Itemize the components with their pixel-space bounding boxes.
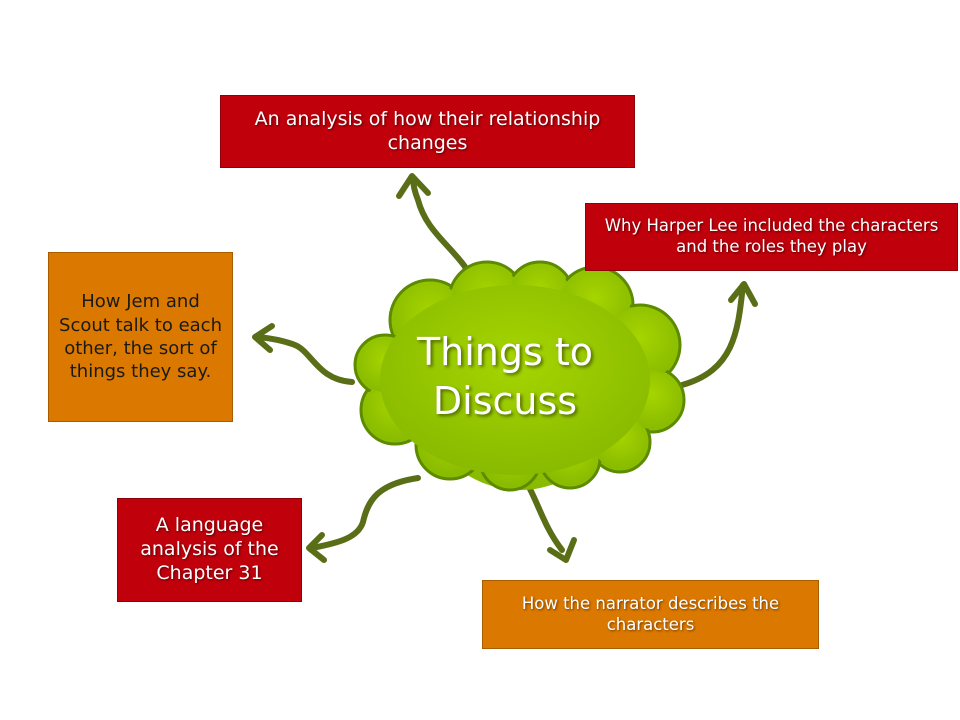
box-jem-scout-talk-text: How Jem and Scout talk to each other, th… (59, 291, 222, 383)
box-relationship-changes: An analysis of how their relationship ch… (220, 95, 635, 168)
arrow-head-top (396, 173, 431, 199)
arrow-head-bottom-left (306, 532, 327, 563)
arrow-head-right (728, 281, 758, 307)
arrow-to-right (679, 282, 746, 388)
cloud-fill-cover (358, 265, 681, 487)
arrow-to-top (410, 175, 481, 293)
box-jem-scout-talk: How Jem and Scout talk to each other, th… (48, 252, 233, 422)
box-language-analysis-text: A language analysis of the Chapter 31 (140, 514, 279, 584)
box-harper-lee-roles-text: Why Harper Lee included the characters a… (604, 216, 939, 256)
arrow-to-left (255, 334, 355, 385)
arrow-to-bottom-right (525, 482, 565, 553)
arrow-head-bottom-right (547, 537, 577, 563)
box-harper-lee-roles: Why Harper Lee included the characters a… (585, 203, 958, 271)
arrow-to-bottom-left (309, 475, 421, 551)
cloud-title: Things to Discuss (416, 330, 594, 424)
arrow-head-left (252, 323, 275, 353)
box-relationship-changes-text: An analysis of how their relationship ch… (254, 107, 601, 154)
box-narrator-describes-text: How the narrator describes the character… (521, 593, 780, 634)
box-language-analysis: A language analysis of the Chapter 31 (117, 498, 302, 602)
box-narrator-describes: How the narrator describes the character… (482, 580, 819, 649)
